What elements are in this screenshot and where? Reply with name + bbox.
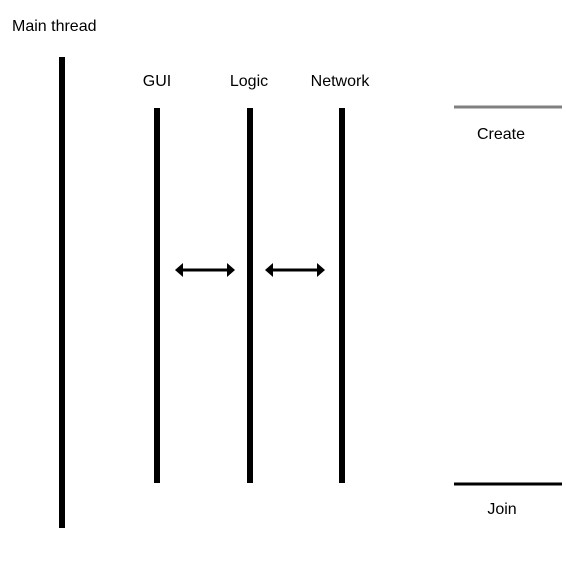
logic-network-arrow (265, 263, 325, 277)
gui-thread-label: GUI (143, 73, 171, 90)
logic-thread-label: Logic (230, 73, 268, 90)
gui-logic-arrow (175, 263, 235, 277)
join-label: Join (487, 501, 516, 518)
main-thread-label: Main thread (12, 18, 97, 35)
create-label: Create (477, 126, 525, 143)
network-thread-label: Network (311, 73, 371, 90)
